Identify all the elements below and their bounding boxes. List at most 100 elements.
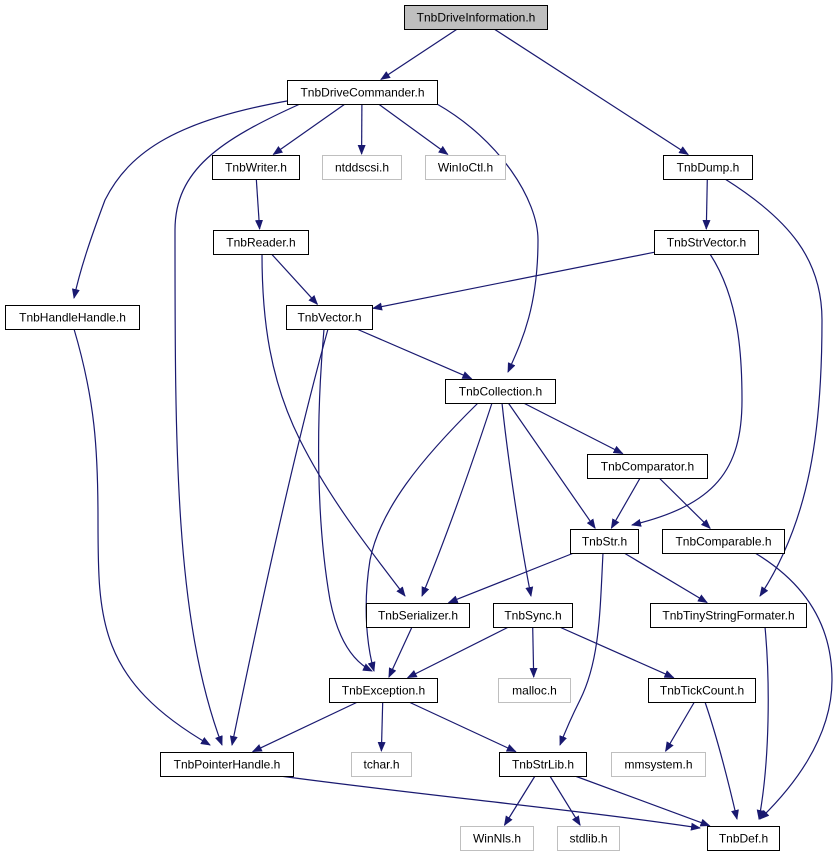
node-label-str: TnbStr.h xyxy=(582,535,627,549)
node-box-def xyxy=(707,826,780,851)
node-winnls: WinNls.h xyxy=(460,826,534,851)
node-label-sync: TnbSync.h xyxy=(504,609,561,623)
edge-reader-to-vector xyxy=(271,253,319,306)
node-str-vector[interactable]: TnbStrVector.h xyxy=(654,230,759,255)
edge-drive-commander-to-pointer-handle xyxy=(174,103,301,746)
node-box-reader xyxy=(213,230,309,255)
node-box-exception xyxy=(329,678,438,703)
node-collection[interactable]: TnbCollection.h xyxy=(445,379,556,404)
node-box-drive-commander xyxy=(287,80,438,105)
node-drive-commander[interactable]: TnbDriveCommander.h xyxy=(287,80,438,105)
node-box-winioctl xyxy=(425,155,506,180)
node-comparator[interactable]: TnbComparator.h xyxy=(587,454,708,479)
edge-str-to-tiny-string-formater xyxy=(623,552,708,604)
edge-sync-to-exception xyxy=(406,626,509,679)
node-tiny-string-formater[interactable]: TnbTinyStringFormater.h xyxy=(650,603,807,628)
edge-pointer-handle-to-def xyxy=(279,775,701,831)
edge-drive-commander-to-winioctl xyxy=(378,103,449,155)
node-def[interactable]: TnbDef.h xyxy=(707,826,780,851)
edge-str-lib-to-winnls xyxy=(503,775,536,827)
node-dump[interactable]: TnbDump.h xyxy=(663,155,753,180)
edge-str-vector-to-vector xyxy=(372,251,655,311)
node-str-lib[interactable]: TnbStrLib.h xyxy=(499,752,587,777)
edge-tick-count-to-mmsystem xyxy=(665,701,695,752)
node-box-comparator xyxy=(587,454,708,479)
node-sync[interactable]: TnbSync.h xyxy=(493,603,573,628)
node-label-drive-commander: TnbDriveCommander.h xyxy=(300,86,424,100)
node-pointer-handle[interactable]: TnbPointerHandle.h xyxy=(160,752,294,777)
node-box-tick-count xyxy=(648,678,756,703)
node-winioctl: WinIoCtl.h xyxy=(425,155,506,180)
edge-handle-handle-to-pointer-handle xyxy=(73,328,211,746)
node-box-str xyxy=(570,529,639,554)
edge-sync-to-tick-count xyxy=(559,626,675,679)
node-label-dump: TnbDump.h xyxy=(677,161,740,175)
edge-sync-to-malloc xyxy=(529,626,538,678)
node-box-drive-information xyxy=(404,5,548,30)
edge-drive-commander-to-writer xyxy=(272,103,346,155)
edge-str-vector-to-str xyxy=(631,253,743,527)
node-label-tick-count: TnbTickCount.h xyxy=(660,684,744,698)
edge-comparator-to-comparable xyxy=(658,477,711,530)
node-writer[interactable]: TnbWriter.h xyxy=(212,155,300,180)
node-label-winnls: WinNls.h xyxy=(473,832,521,846)
node-str[interactable]: TnbStr.h xyxy=(570,529,639,554)
node-label-ntddscsi: ntddscsi.h xyxy=(335,161,389,175)
edge-collection-to-sync xyxy=(501,402,534,597)
node-label-drive-information: TnbDriveInformation.h xyxy=(417,11,536,25)
node-box-serializer xyxy=(366,603,470,628)
node-handle-handle[interactable]: TnbHandleHandle.h xyxy=(5,305,140,330)
node-label-reader: TnbReader.h xyxy=(226,236,295,250)
node-label-collection: TnbCollection.h xyxy=(459,385,542,399)
edge-writer-to-reader xyxy=(255,178,263,230)
node-stdlib: stdlib.h xyxy=(557,826,620,851)
edge-comparator-to-str xyxy=(610,477,641,529)
node-vector[interactable]: TnbVector.h xyxy=(286,305,373,330)
edge-drive-information-to-drive-commander xyxy=(380,28,458,80)
node-label-handle-handle: TnbHandleHandle.h xyxy=(19,311,126,325)
node-label-winioctl: WinIoCtl.h xyxy=(438,161,493,175)
node-box-str-lib xyxy=(499,752,587,777)
node-label-comparable: TnbComparable.h xyxy=(675,535,771,549)
node-ntddscsi: ntddscsi.h xyxy=(322,155,402,180)
edge-vector-to-exception xyxy=(318,328,373,672)
edge-str-lib-to-stdlib xyxy=(549,775,581,826)
node-box-comparable xyxy=(662,529,785,554)
node-label-str-lib: TnbStrLib.h xyxy=(512,758,574,772)
node-label-vector: TnbVector.h xyxy=(297,311,361,325)
node-box-ntddscsi xyxy=(322,155,402,180)
edge-tick-count-to-def xyxy=(704,701,739,820)
edge-exception-to-tchar xyxy=(377,701,386,752)
edge-str-lib-to-def xyxy=(574,775,711,827)
node-drive-information[interactable]: TnbDriveInformation.h xyxy=(404,5,548,30)
node-reader[interactable]: TnbReader.h xyxy=(213,230,309,255)
edge-vector-to-collection xyxy=(356,328,473,380)
edge-exception-to-str-lib xyxy=(408,701,517,753)
edge-drive-commander-to-collection xyxy=(436,103,539,373)
edge-drive-information-to-dump xyxy=(493,28,689,156)
node-label-pointer-handle: TnbPointerHandle.h xyxy=(174,758,281,772)
node-serializer[interactable]: TnbSerializer.h xyxy=(366,603,470,628)
node-label-str-vector: TnbStrVector.h xyxy=(667,236,746,250)
node-label-tiny-string-formater: TnbTinyStringFormater.h xyxy=(662,609,794,623)
node-tchar: tchar.h xyxy=(351,752,412,777)
edge-str-to-str-lib xyxy=(559,552,604,746)
edge-tiny-string-formater-to-def xyxy=(756,626,769,820)
node-box-winnls xyxy=(460,826,534,851)
node-exception[interactable]: TnbException.h xyxy=(329,678,438,703)
edge-dump-to-str-vector xyxy=(702,178,711,230)
edge-vector-to-pointer-handle xyxy=(229,328,329,746)
node-comparable[interactable]: TnbComparable.h xyxy=(662,529,785,554)
node-label-stdlib: stdlib.h xyxy=(569,832,607,846)
edge-comparable-to-def xyxy=(754,552,833,820)
node-box-collection xyxy=(445,379,556,404)
node-label-tchar: tchar.h xyxy=(363,758,399,772)
node-malloc: malloc.h xyxy=(498,678,571,703)
edges-layer xyxy=(71,28,833,831)
node-box-tchar xyxy=(351,752,412,777)
edge-collection-to-exception xyxy=(365,402,479,672)
node-label-comparator: TnbComparator.h xyxy=(601,460,694,474)
edge-collection-to-str xyxy=(507,402,596,530)
node-label-serializer: TnbSerializer.h xyxy=(378,609,458,623)
node-tick-count[interactable]: TnbTickCount.h xyxy=(648,678,756,703)
